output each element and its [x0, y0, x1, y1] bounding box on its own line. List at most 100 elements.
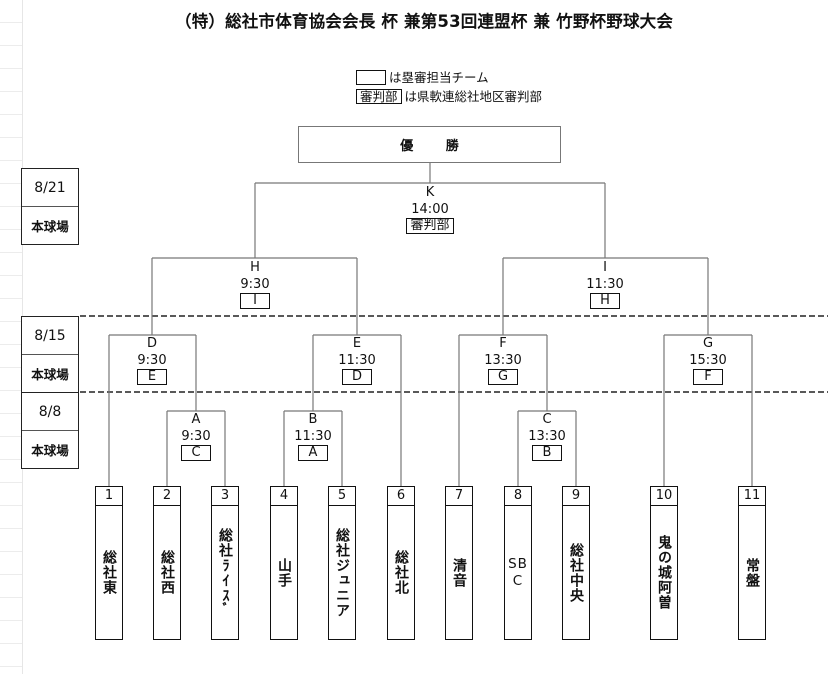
- bracket-line-K: [254, 163, 606, 258]
- bracket-line-A: [166, 410, 226, 486]
- bracket-line-E: [312, 334, 402, 486]
- bracket-line-H: [151, 257, 358, 335]
- team-slot-6: 6 総社北: [387, 486, 415, 640]
- legend-row-referee: 審判部 は県軟連総社地区審判部: [356, 87, 542, 106]
- match-label: B: [308, 412, 318, 427]
- schedule-date: 8/8: [22, 392, 78, 430]
- match-label: G: [702, 336, 714, 351]
- team-number: 5: [329, 487, 355, 506]
- match-label: F: [499, 336, 507, 351]
- legend-row-base-umpire: は塁審担当チーム: [356, 68, 542, 87]
- match-time: 13:30: [528, 429, 566, 444]
- schedule-venue: 本球場: [22, 354, 78, 392]
- match-E: E 11:30 D: [317, 337, 397, 385]
- match-D: D 9:30 E: [112, 337, 192, 385]
- schedule-date: 8/21: [34, 179, 66, 196]
- match-F: F 13:30 G: [463, 337, 543, 385]
- team-number: 1: [96, 487, 122, 506]
- team-name: 総社中央: [568, 542, 584, 603]
- legend-base-umpire-text: は塁審担当チーム: [389, 70, 489, 85]
- bracket-line-D: [108, 334, 197, 486]
- match-label: E: [352, 336, 362, 351]
- bracket-line-I: [502, 257, 709, 335]
- match-G: G 15:30 F: [668, 337, 748, 385]
- team-name: 総社西: [159, 550, 175, 595]
- team-slot-3: 3 総社ﾗｲｽﾞ: [211, 486, 239, 640]
- match-time: 14:00: [411, 202, 449, 217]
- team-name: 山手: [276, 557, 292, 588]
- match-umpire-box: E: [137, 369, 167, 385]
- team-name: 総社北: [393, 550, 409, 595]
- team-name: 総社ジュニア: [334, 527, 350, 618]
- team-number: 10: [651, 487, 677, 506]
- team-number: 3: [212, 487, 238, 506]
- match-time: 13:30: [484, 353, 522, 368]
- champion-box: 優 勝: [298, 126, 561, 163]
- match-umpire-box: C: [181, 445, 211, 461]
- team-slot-5: 5 総社ジュニア: [328, 486, 356, 640]
- match-time: 15:30: [689, 353, 727, 368]
- team-number: 9: [563, 487, 589, 506]
- schedule-final: 8/21 本球場: [21, 168, 79, 245]
- match-I: I 11:30 H: [565, 261, 645, 309]
- team-slot-4: 4 山手: [270, 486, 298, 640]
- team-name: 清音: [451, 557, 467, 588]
- legend-empty-box: [356, 70, 386, 85]
- match-label: A: [191, 412, 201, 427]
- match-K: K 14:00 審判部: [390, 186, 470, 234]
- bracket-line-F: [458, 334, 548, 486]
- team-name: 常盤: [744, 557, 760, 588]
- match-label: C: [542, 412, 552, 427]
- team-slot-11: 11 常盤: [738, 486, 766, 640]
- team-number: 11: [739, 487, 765, 506]
- match-label: D: [146, 336, 157, 351]
- tournament-title: （特）総社市体育協会会長 杯 兼第53回連盟杯 兼 竹野杯野球大会: [175, 12, 674, 31]
- match-umpire-box: 審判部: [406, 218, 454, 234]
- team-slot-10: 10 鬼の城阿曽: [650, 486, 678, 640]
- legend-referee-text: は県軟連総社地区審判部: [404, 89, 543, 104]
- schedule-venue: 本球場: [22, 430, 78, 468]
- schedule-date: 8/15: [34, 327, 66, 344]
- team-name: 総社ﾗｲｽﾞ: [217, 528, 233, 617]
- team-number: 4: [271, 487, 297, 506]
- team-number: 2: [154, 487, 180, 506]
- match-label: I: [603, 260, 607, 275]
- team-slot-2: 2 総社西: [153, 486, 181, 640]
- team-name: 鬼の城阿曽: [656, 535, 672, 610]
- bracket-line-B: [283, 410, 343, 486]
- team-number: 8: [505, 487, 531, 506]
- bracket-line-C: [517, 410, 577, 486]
- match-H: H 9:30 I: [215, 261, 295, 309]
- match-A: A 9:30 C: [156, 413, 236, 461]
- match-time: 11:30: [586, 277, 624, 292]
- match-umpire-box: B: [532, 445, 562, 461]
- team-number: 6: [388, 487, 414, 506]
- match-umpire-box: F: [693, 369, 723, 385]
- match-B: B 11:30 A: [273, 413, 353, 461]
- bracket-line-G: [663, 334, 753, 486]
- match-label: K: [425, 185, 435, 200]
- match-time: 11:30: [294, 429, 332, 444]
- team-number: 7: [446, 487, 472, 506]
- match-time: 9:30: [181, 429, 211, 444]
- schedule-rounds: 8/15 本球場 8/8 本球場: [21, 316, 79, 469]
- match-umpire-box: D: [342, 369, 372, 385]
- team-name: 総社東: [101, 550, 117, 595]
- match-time: 9:30: [137, 353, 167, 368]
- legend-referee-box: 審判部: [356, 89, 402, 104]
- match-time: 11:30: [338, 353, 376, 368]
- match-umpire-box: G: [488, 369, 518, 385]
- match-umpire-box: A: [298, 445, 328, 461]
- team-slot-7: 7 清音: [445, 486, 473, 640]
- team-slot-1: 1 総社東: [95, 486, 123, 640]
- match-label: H: [250, 260, 260, 275]
- legend: は塁審担当チーム 審判部 は県軟連総社地区審判部: [356, 68, 542, 106]
- team-slot-9: 9 総社中央: [562, 486, 590, 640]
- match-umpire-box: H: [590, 293, 620, 309]
- schedule-venue: 本球場: [22, 206, 78, 244]
- match-umpire-box: I: [240, 293, 270, 309]
- match-time: 9:30: [240, 277, 270, 292]
